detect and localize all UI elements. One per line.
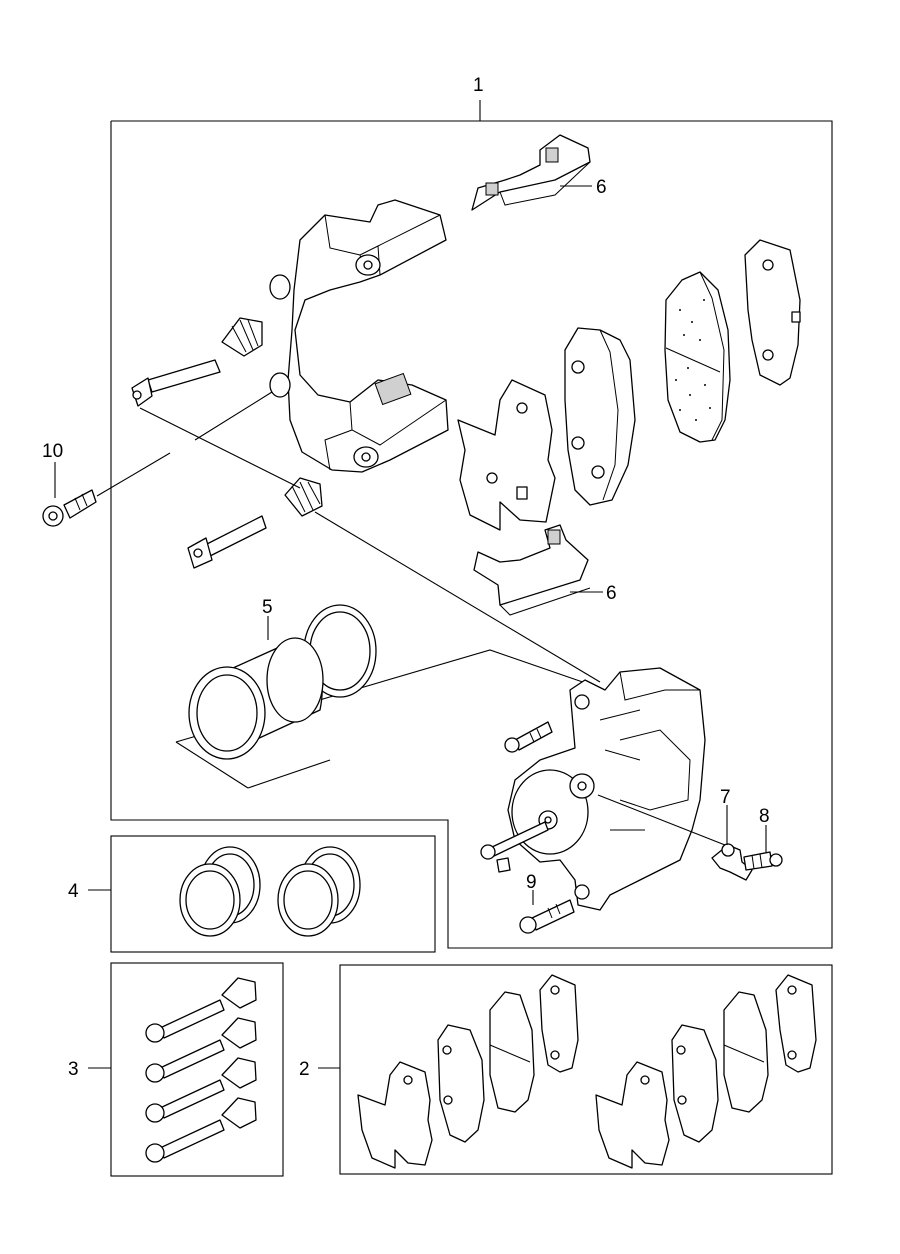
- guide-bolt-upper: [504, 721, 553, 753]
- assembly-line: [314, 511, 601, 683]
- callout-9: 9: [526, 872, 537, 893]
- piston-and-seals: [175, 604, 601, 789]
- callout-6-lower: 6: [606, 583, 617, 604]
- seal-ring-set-b: [277, 846, 361, 937]
- callout-10: 10: [42, 441, 63, 462]
- callout-7: 7: [720, 787, 731, 808]
- assembly-line: [139, 407, 301, 489]
- pad-clip-lower: [473, 524, 591, 616]
- pad-shim-inner: [457, 379, 556, 531]
- guide-pin-kit-items: [145, 977, 257, 1163]
- assembly-line: [597, 794, 726, 846]
- kit-pin-3: [145, 1057, 257, 1123]
- callout-1: 1: [473, 75, 484, 96]
- guide-bolt-lower: [519, 899, 575, 934]
- callout-2: 2: [299, 1059, 310, 1080]
- mounting-bolt: [42, 391, 273, 527]
- banjo-bolt: [743, 851, 783, 871]
- guide-pin-upper: [131, 317, 263, 407]
- frame-guide-pin-kit: [88, 962, 284, 1177]
- kit-pin-4: [145, 1097, 257, 1163]
- callout-3: 3: [68, 1059, 79, 1080]
- caliper-housing: [507, 667, 706, 911]
- frame-pad-kit: [318, 964, 833, 1175]
- pad-clip-upper: [471, 134, 591, 211]
- callout-4: 4: [68, 881, 79, 902]
- callout-5: 5: [262, 597, 273, 618]
- callout-8: 8: [759, 806, 770, 827]
- brake-pad-outer: [664, 271, 731, 443]
- pad-kit-set-a: [357, 974, 579, 1169]
- kit-pin-2: [145, 1017, 257, 1083]
- brake-pad-inner: [564, 327, 636, 506]
- seal-ring-set-a: [179, 846, 261, 937]
- banjo-fitting: [711, 843, 753, 881]
- guide-pin-lower: [187, 477, 323, 569]
- frame-caliper-assembly: [110, 100, 833, 949]
- frame-seal-kit: [88, 835, 436, 953]
- bleeder-screw: [480, 821, 549, 873]
- pad-kit-set-b: [595, 974, 817, 1169]
- pad-shim-outer: [744, 239, 801, 386]
- callout-6-upper: 6: [596, 177, 607, 198]
- kit-pin-1: [145, 977, 257, 1043]
- caliper-carrier-bracket: [269, 199, 449, 473]
